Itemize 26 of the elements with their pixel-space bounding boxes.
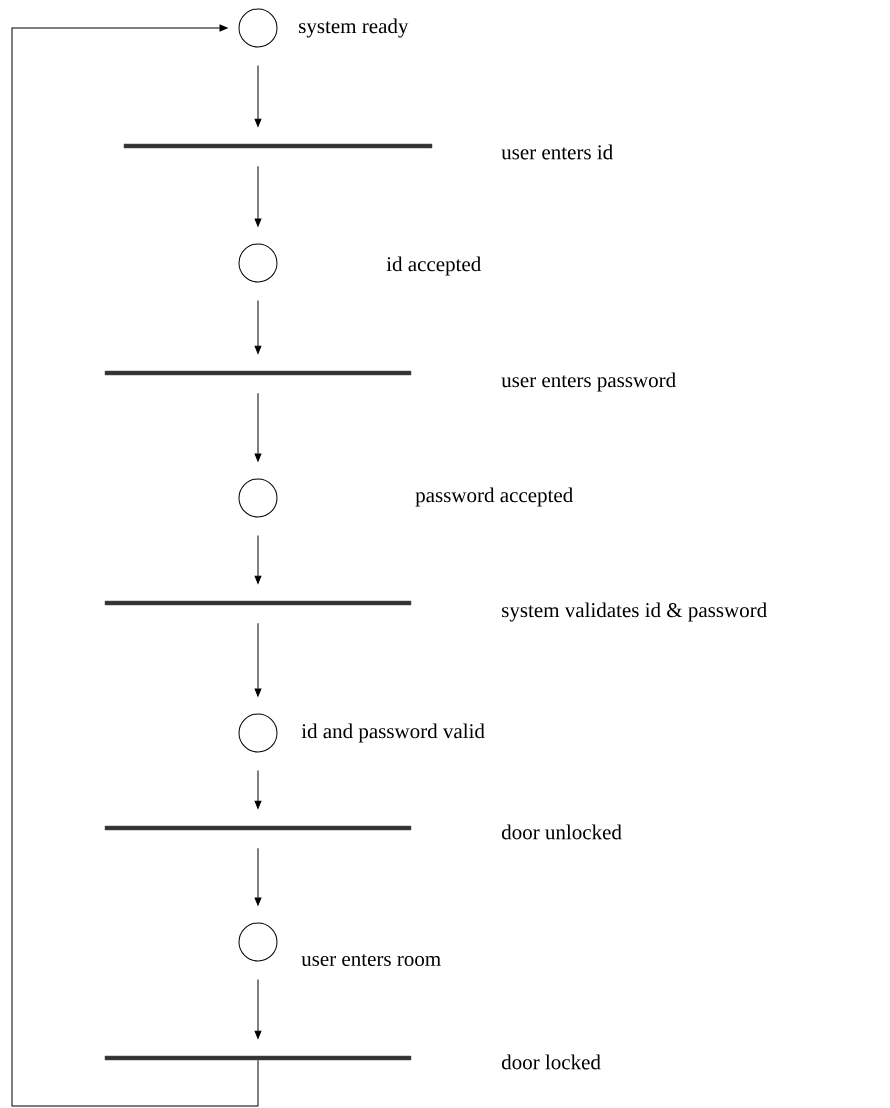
arrow	[254, 165, 262, 227]
arrow	[254, 770, 262, 809]
state-label: id and password valid	[301, 723, 485, 743]
state-label: user enters id	[501, 144, 613, 160]
transition-bar	[104, 370, 412, 376]
state-label: password accepted	[415, 487, 573, 507]
state-label: door locked	[501, 1054, 601, 1070]
state-label: system validates id & password	[502, 602, 767, 622]
arrow	[254, 535, 262, 584]
arrow	[254, 300, 262, 354]
state-label: user enters room	[301, 954, 441, 966]
transition-bar	[104, 1055, 412, 1061]
arrow	[254, 65, 262, 127]
place-circle	[238, 243, 278, 283]
arrow	[254, 847, 262, 906]
state-label: id accepted	[386, 256, 481, 276]
place-circle	[238, 478, 278, 518]
state-label: system ready	[299, 18, 409, 38]
arrow	[254, 392, 262, 462]
state-label: door unlocked	[501, 824, 622, 840]
arrow	[11, 24, 259, 1107]
arrow	[254, 622, 262, 697]
state-label: user enters password	[501, 372, 676, 392]
transition-bar	[104, 825, 412, 831]
arrow	[254, 979, 262, 1039]
transition-bar	[104, 600, 412, 606]
